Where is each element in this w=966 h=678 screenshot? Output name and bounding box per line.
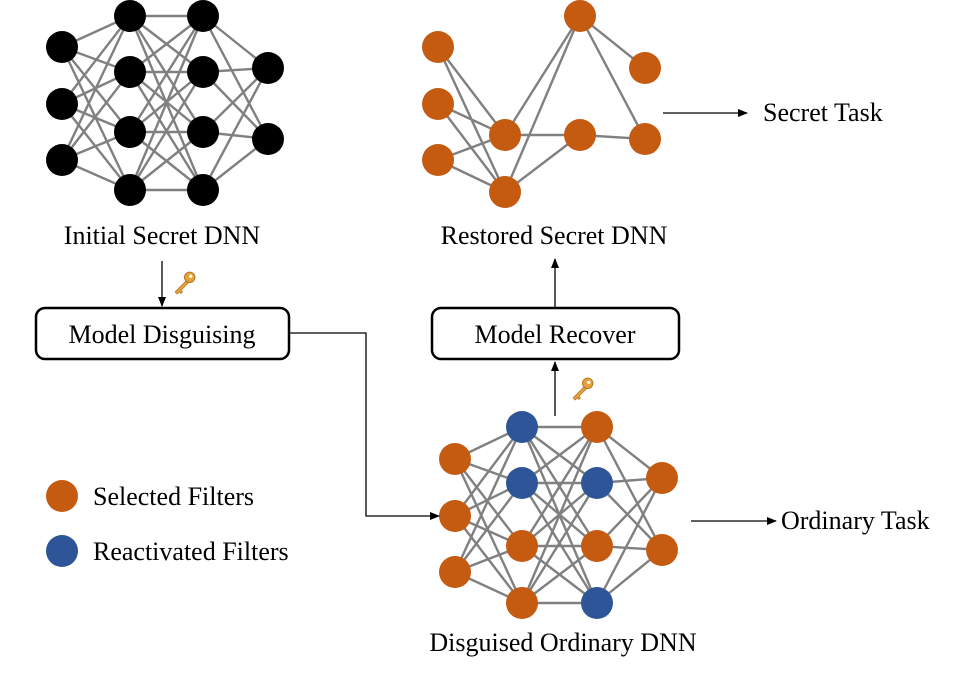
selected-filter-node <box>506 530 538 562</box>
neuron-node <box>46 88 78 120</box>
neuron-node <box>187 0 219 32</box>
model-disguising-box: Model Disguising <box>34 306 291 361</box>
legend-selected-label: Selected Filters <box>93 482 254 511</box>
connection-line <box>454 458 523 547</box>
connection-line <box>503 15 582 193</box>
selected-filter-node <box>439 556 471 588</box>
legend: Selected Filters Reactivated Filters <box>46 480 289 567</box>
selected-filter-node <box>629 123 661 155</box>
reactivated-filter-node <box>581 467 613 499</box>
restored-dnn-caption: Restored Secret DNN <box>441 221 668 250</box>
connection-line <box>503 15 582 136</box>
disguised-dnn-caption: Disguised Ordinary DNN <box>429 628 696 657</box>
connection-line <box>595 426 664 551</box>
connection-line <box>128 15 205 191</box>
selected-filter-node <box>422 88 454 120</box>
selected-filter-node <box>439 500 471 532</box>
secret-task-label: Secret Task <box>763 98 883 127</box>
legend-reactivated-label: Reactivated Filters <box>93 537 289 566</box>
initial-dnn-caption: Initial Secret DNN <box>64 221 261 250</box>
neuron-node <box>114 0 146 32</box>
selected-filter-node <box>564 119 596 151</box>
legend-reactivated-swatch <box>46 535 78 567</box>
selected-filter-node <box>439 443 471 475</box>
connections <box>453 425 664 605</box>
neuron-node <box>187 174 219 206</box>
neuron-node <box>252 52 284 84</box>
disguised-ordinary-dnn <box>439 411 678 619</box>
model-recover-box: Model Recover <box>430 306 681 361</box>
neuron-node <box>46 31 78 63</box>
connection-line <box>454 426 523 517</box>
selected-filter-node <box>489 119 521 151</box>
reactivated-filter-node <box>506 411 538 443</box>
selected-filter-node <box>506 587 538 619</box>
model-disguising-label: Model Disguising <box>68 320 255 349</box>
connections <box>60 14 270 192</box>
connection-line <box>128 71 205 191</box>
connection-line <box>201 67 270 191</box>
neuron-node <box>252 123 284 155</box>
neuron-node <box>46 144 78 176</box>
selected-filter-node <box>646 534 678 566</box>
key-icon <box>572 377 594 401</box>
key-icon <box>174 271 196 295</box>
restored-secret-dnn <box>422 0 661 208</box>
connections <box>436 15 647 194</box>
connection-line <box>520 482 599 604</box>
connection-line <box>201 15 270 140</box>
disguising-to-disguised-arrow <box>289 332 440 520</box>
model-recover-label: Model Recover <box>474 320 635 349</box>
selected-filter-node <box>629 52 661 84</box>
neuron-node <box>187 56 219 88</box>
neuron-node <box>114 56 146 88</box>
connection-line <box>454 482 523 573</box>
connection-line <box>437 46 506 136</box>
connection-line <box>520 426 599 604</box>
selected-filter-node <box>564 0 596 32</box>
legend-selected-swatch <box>46 480 78 512</box>
reactivated-filter-node <box>581 587 613 619</box>
ordinary-task-label: Ordinary Task <box>781 506 930 535</box>
connection-line <box>578 15 647 140</box>
connection-line <box>520 426 599 547</box>
connection-line <box>60 15 132 161</box>
initial-secret-dnn <box>46 0 284 206</box>
connection-line <box>595 477 664 604</box>
selected-filter-node <box>489 176 521 208</box>
connection-line <box>61 15 131 105</box>
connection-line <box>453 426 524 573</box>
reactivated-filter-node <box>506 467 538 499</box>
selected-filter-node <box>422 31 454 63</box>
connection-line <box>61 71 131 161</box>
neuron-node <box>114 116 146 148</box>
selected-filter-node <box>422 144 454 176</box>
connection-line <box>128 15 205 133</box>
neuron-node <box>187 116 219 148</box>
selected-filter-node <box>581 530 613 562</box>
selected-filter-node <box>581 411 613 443</box>
neuron-node <box>114 174 146 206</box>
selected-filter-node <box>646 462 678 494</box>
